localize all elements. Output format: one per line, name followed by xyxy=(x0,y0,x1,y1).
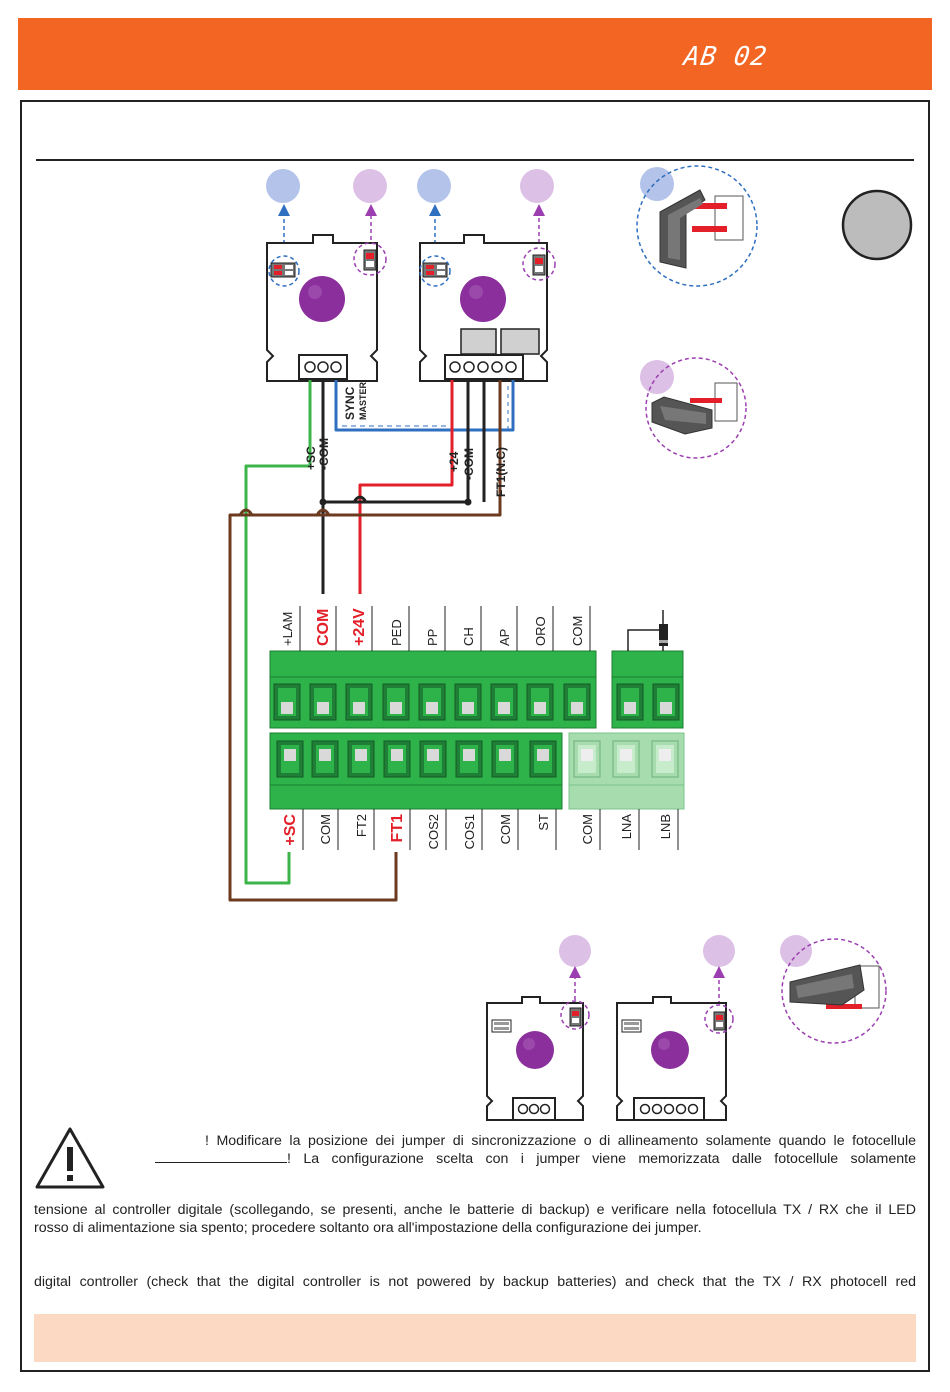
terminal-bottom-7: ST xyxy=(536,814,551,831)
bubble-lower-detail xyxy=(780,935,812,967)
bottom-screw-10 xyxy=(651,740,679,778)
label-rx-24: +24 xyxy=(447,451,461,472)
top-screw-7 xyxy=(526,683,554,721)
label-rx-com: -COM xyxy=(462,448,476,480)
bottom-screw-1 xyxy=(311,740,339,778)
terminal-bottom-10: LNB xyxy=(658,814,673,839)
bottom-screw-9 xyxy=(612,740,640,778)
note-box xyxy=(34,1314,916,1362)
terminal-bottom-1: COM xyxy=(318,814,333,844)
terminal-top-6: AP xyxy=(497,629,512,646)
terminal-top-4: PP xyxy=(425,629,440,646)
terminal-bottom-3: FT1 xyxy=(389,814,406,843)
warning-text-it-2-body: ! La configurazione scelta con i jumper … xyxy=(287,1151,916,1167)
warning-text-it-3: tensione al controller digitale (scolleg… xyxy=(34,1202,916,1218)
terminal-top-1: COM xyxy=(315,609,332,646)
top-screw-8 xyxy=(563,683,591,721)
grey-indicator-circle xyxy=(841,189,913,261)
top-screw-5 xyxy=(454,683,482,721)
terminal-bottom-0: +SC xyxy=(282,814,299,846)
bottom-screw-0 xyxy=(276,740,304,778)
wire-labels: +SC -COM SYNC MASTER +24 -COM FT1(N.C) xyxy=(304,382,508,498)
rx-align-jumper-highlight xyxy=(522,247,556,281)
bottom-terminal-block xyxy=(269,732,685,810)
bottom-screw-5 xyxy=(455,740,483,778)
bubble-rx-sync xyxy=(417,169,451,203)
lower-tx-board xyxy=(486,996,590,1121)
label-tx-com: -COM xyxy=(317,438,331,470)
bubble-tx-sync xyxy=(266,169,300,203)
indicator-bubbles xyxy=(266,167,913,967)
rx-photocell-board xyxy=(419,234,556,382)
wires xyxy=(228,380,515,902)
sync-jumper-detail xyxy=(636,165,758,287)
terminal-top-0: +LAM xyxy=(280,612,295,646)
terminal-top-2: +24V xyxy=(351,608,368,646)
top-screw-6 xyxy=(490,683,518,721)
terminal-bottom-9: LNA xyxy=(619,814,634,840)
label-sync: SYNC xyxy=(343,386,357,420)
label-rx-ft1: FT1(N.C) xyxy=(494,447,508,497)
top-screw-9 xyxy=(616,683,644,721)
top-screw-4 xyxy=(418,683,446,721)
terminal-bottom-5: COS1 xyxy=(462,814,477,849)
terminal-bottom-4: COS2 xyxy=(426,814,441,849)
lower-jumper-detail xyxy=(781,938,887,1044)
bottom-screw-2 xyxy=(347,740,375,778)
top-screw-10 xyxy=(652,683,680,721)
rx-lens xyxy=(460,276,506,322)
tx-sync-jumper-highlight xyxy=(268,255,300,287)
bottom-screw-4 xyxy=(419,740,447,778)
warning-text-it-1: ! Modificare la posizione dei jumper di … xyxy=(205,1133,916,1149)
bottom-screw-8 xyxy=(573,740,601,778)
terminal-bottom-2: FT2 xyxy=(354,814,369,837)
warning-text-it-4: rosso di alimentazione sia spento; proce… xyxy=(34,1220,702,1236)
tx-photocell-board xyxy=(266,234,387,382)
terminal-top-8: COM xyxy=(570,616,585,646)
terminal-bottom-6: COM xyxy=(498,814,513,844)
terminal-labels: +LAM COM +24V PED PP CH AP ORO COM +SC COM FT2 FT1 CO… xyxy=(280,606,679,850)
terminal-bottom-8: COM xyxy=(580,814,595,844)
align-jumper-detail xyxy=(645,357,747,459)
blank-underline xyxy=(155,1150,287,1163)
label-master: MASTER xyxy=(358,382,368,421)
lower-rx-board xyxy=(616,996,734,1121)
header-bar xyxy=(18,18,932,90)
rx-sync-jumper-highlight xyxy=(419,255,451,287)
bottom-screw-6 xyxy=(491,740,519,778)
warning-text-en-1: digital controller (check that the digit… xyxy=(34,1274,916,1290)
top-screw-3 xyxy=(382,683,410,721)
warning-text-it-2: ! La configurazione scelta con i jumper … xyxy=(155,1150,916,1168)
top-screw-2 xyxy=(345,683,373,721)
tx-align-jumper-highlight xyxy=(353,242,387,276)
bubble-tx-align xyxy=(353,169,387,203)
terminal-top-5: CH xyxy=(461,627,476,646)
bottom-screw-7 xyxy=(529,740,557,778)
top-terminal-block xyxy=(269,610,684,729)
tx-lens xyxy=(299,276,345,322)
bubble-lower-tx xyxy=(559,935,591,967)
bottom-screw-3 xyxy=(383,740,411,778)
top-screw-1 xyxy=(309,683,337,721)
warning-icon xyxy=(35,1127,105,1189)
section-rule xyxy=(36,159,914,161)
label-tx-sc: +SC xyxy=(304,446,318,470)
terminal-top-7: ORO xyxy=(533,616,548,646)
bubble-rx-align xyxy=(520,169,554,203)
top-screw-0 xyxy=(273,683,301,721)
bubble-lower-rx xyxy=(703,935,735,967)
terminal-top-3: PED xyxy=(389,619,404,646)
page-frame xyxy=(20,100,930,1372)
